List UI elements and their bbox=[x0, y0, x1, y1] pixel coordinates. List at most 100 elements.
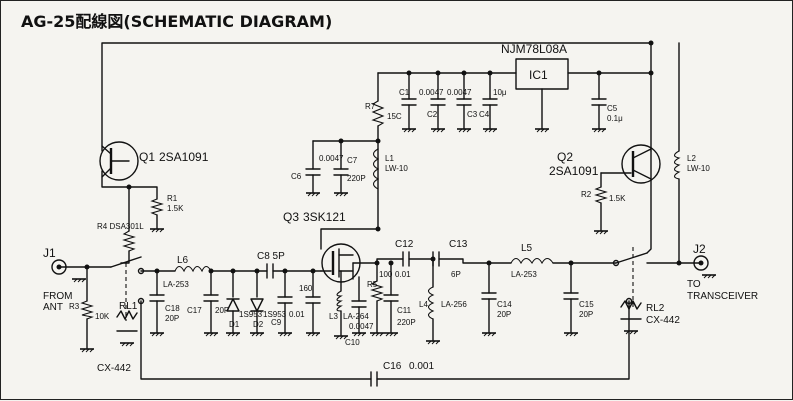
c17-value-label: 20P bbox=[215, 306, 229, 315]
d1-value-label: 1S953 bbox=[239, 310, 263, 319]
diagram-title: AG-25配線図(SCHEMATIC DIAGRAM) bbox=[21, 12, 332, 31]
d1-diode bbox=[226, 298, 240, 312]
q2-transistor bbox=[621, 144, 661, 184]
c4-ref-label: C4 bbox=[479, 110, 490, 119]
r4-label: R4 DSA301L bbox=[97, 222, 144, 231]
j1-label-ant: ANT bbox=[43, 302, 63, 313]
c1-value-label: 0.0047 bbox=[419, 88, 444, 97]
l1-inductor bbox=[372, 148, 380, 190]
l4-ref-label: L4 bbox=[419, 300, 428, 309]
q2-part-label: 2SA1091 bbox=[549, 164, 599, 178]
r3-resistor bbox=[80, 300, 94, 320]
d2-value-label: 1S953 bbox=[263, 310, 287, 319]
l3-value-label: LA-264 bbox=[343, 312, 369, 321]
l5-inductor bbox=[510, 257, 554, 265]
r1-value-label: 1.5K bbox=[167, 204, 184, 213]
regulator-part-label: NJM78L08A bbox=[501, 42, 567, 56]
l6-value-label: LA-253 bbox=[163, 280, 189, 289]
junction-dots bbox=[84, 40, 682, 274]
r5-ref-label: R5 bbox=[367, 280, 378, 289]
c11-value-label: 220P bbox=[397, 318, 416, 327]
l2-inductor bbox=[673, 150, 681, 180]
rl1-ref-label: RL1 bbox=[119, 301, 138, 312]
l6-inductor bbox=[174, 265, 212, 273]
q2-ref-label: Q2 bbox=[557, 150, 573, 164]
ic1-label: IC1 bbox=[529, 68, 548, 82]
r7-resistor bbox=[371, 100, 385, 127]
l4-value-label: LA-256 bbox=[441, 300, 467, 309]
q3-gate-wire bbox=[320, 228, 379, 250]
c1-ref-label: C1 bbox=[399, 88, 410, 97]
l3-inductor bbox=[336, 290, 343, 312]
c15-ref-label: C15 bbox=[579, 300, 594, 309]
q2-collector-wire bbox=[646, 150, 652, 254]
q1-transistor bbox=[99, 141, 139, 181]
c13-ref-label: C13 bbox=[449, 239, 468, 250]
c7-ref-label: C7 bbox=[347, 156, 358, 165]
l2-ref-label: L2 bbox=[687, 154, 696, 163]
c18-ref-label: C18 bbox=[165, 304, 180, 313]
r7-value-label: 15C bbox=[387, 112, 402, 121]
r2-resistor bbox=[594, 186, 608, 204]
l4-inductor bbox=[427, 286, 435, 320]
c12-value-label: 0.01 bbox=[395, 270, 411, 279]
r4-resistor bbox=[122, 230, 136, 252]
r3-ref-label: R3 bbox=[69, 302, 80, 311]
l6-ref-label: L6 bbox=[177, 255, 189, 266]
j2-ref-label: J2 bbox=[693, 242, 706, 256]
c10-value-label: 0.0047 bbox=[349, 322, 374, 331]
j1-ref-label: J1 bbox=[43, 246, 56, 260]
c12-ref-label: C12 bbox=[395, 239, 414, 250]
c10-ref-label: C10 bbox=[345, 338, 360, 347]
q3-transistor bbox=[321, 243, 361, 283]
l1-value-label: LW-10 bbox=[385, 164, 408, 173]
c5-value-label: 0.1μ bbox=[607, 114, 623, 123]
c2-value-label: 0.0047 bbox=[447, 88, 472, 97]
l5-ref-label: L5 bbox=[521, 243, 533, 254]
r1-ref-label: R1 bbox=[167, 194, 178, 203]
c14-ref-label: C14 bbox=[497, 300, 512, 309]
q1-part-label: 2SA1091 bbox=[159, 150, 209, 164]
r7-ref-label: R7 bbox=[365, 102, 376, 111]
c18-value-label: 20P bbox=[165, 314, 179, 323]
c6-ref-label: C6 bbox=[291, 172, 302, 181]
q3-ref-label: Q3 bbox=[283, 210, 299, 224]
c2-ref-label: C2 bbox=[427, 110, 438, 119]
j2-label-transceiver: TRANSCEIVER bbox=[687, 291, 758, 302]
r2-ref-label: R2 bbox=[581, 190, 592, 199]
capacitor-plates bbox=[149, 98, 607, 387]
r2-value-label: 1.5K bbox=[609, 194, 626, 203]
rl1-part-label: CX-442 bbox=[97, 363, 131, 374]
c14-value-label: 20P bbox=[497, 310, 511, 319]
d1-ref-label: D1 bbox=[229, 320, 240, 329]
q3-part-label: 3SK121 bbox=[303, 210, 346, 224]
c15-value-label: 20P bbox=[579, 310, 593, 319]
c9-value-label: 0.01 bbox=[289, 310, 305, 319]
c4-value-label: 10μ bbox=[493, 88, 507, 97]
c9-ref-label: C9 bbox=[271, 318, 282, 327]
rl2-part-label: CX-442 bbox=[646, 315, 680, 326]
j2-connector[interactable] bbox=[693, 255, 709, 271]
l5-value-label: LA-253 bbox=[511, 270, 537, 279]
j2-label-to: TO bbox=[687, 279, 701, 290]
r5-resistor bbox=[370, 280, 384, 302]
c8-label: C8 5P bbox=[257, 251, 285, 262]
j1-label-from: FROM bbox=[43, 291, 72, 302]
c5-ref-label: C5 bbox=[607, 104, 618, 113]
q1-ref-label: Q1 bbox=[139, 150, 155, 164]
j1-connector[interactable] bbox=[51, 259, 67, 275]
c13-value-label: 6P bbox=[451, 270, 461, 279]
r1-wire bbox=[128, 186, 158, 230]
c3-ref-label: C3 bbox=[467, 110, 478, 119]
c17-ref-label: C17 bbox=[187, 306, 202, 315]
r3-value-label: 10K bbox=[95, 312, 110, 321]
c6-value-label: 0.0047 bbox=[319, 154, 344, 163]
c16-ref-label: C16 bbox=[383, 361, 402, 372]
rl2-relay bbox=[612, 247, 648, 320]
c7-value-label: 220P bbox=[347, 174, 366, 183]
r1-resistor bbox=[150, 198, 164, 216]
c160-label: 160 bbox=[299, 284, 313, 293]
c11-ref-label: C11 bbox=[397, 306, 412, 315]
